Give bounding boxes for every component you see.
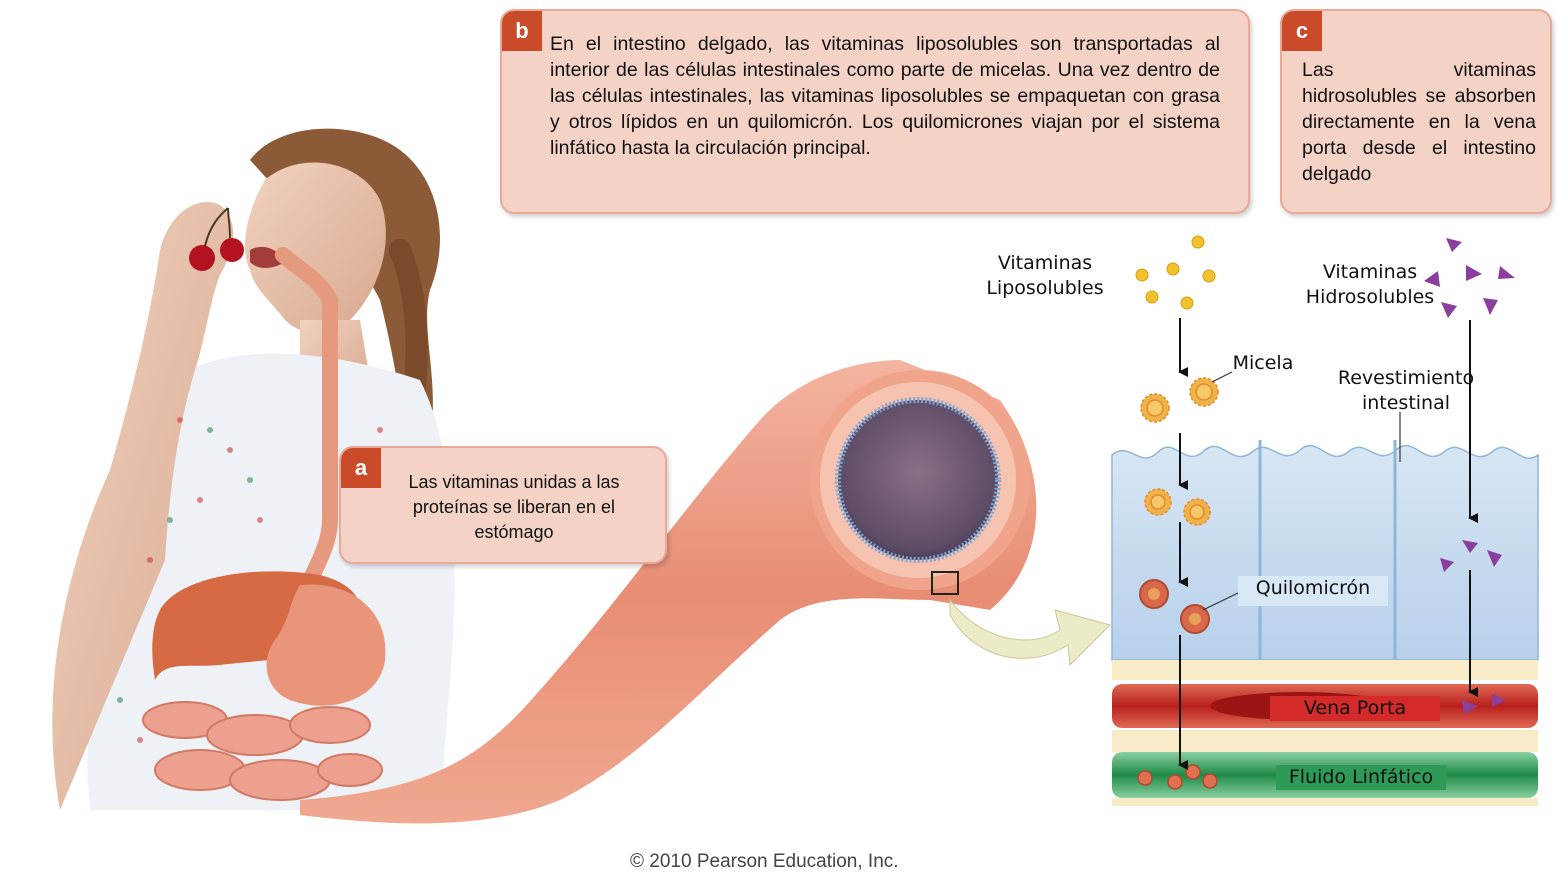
micelle-icons: [1140, 377, 1219, 526]
step-b-text: En el intestino delgado, las vitaminas l…: [550, 33, 1220, 159]
fat-soluble-label-line1: Vitaminas: [997, 252, 1093, 274]
water-soluble-label-line1: Vitaminas: [1322, 261, 1418, 283]
digestive-tract-illustration: [142, 247, 386, 801]
step-c-box: c Las vitaminas hidrosolubles se absorbe…: [1280, 9, 1552, 214]
intestinal-wall-section: [1111, 440, 1539, 806]
chylomicron-label: Quilomicrón: [1238, 576, 1388, 606]
copyright-text: © 2010 Pearson Education, Inc.: [630, 851, 899, 872]
water-soluble-vitamin-triangles: [1424, 238, 1515, 714]
micelle-label: Micela: [1232, 352, 1294, 374]
fat-soluble-label: Vitaminas Liposolubles: [975, 251, 1115, 301]
portal-vein-label: Vena Porta: [1270, 696, 1440, 721]
intestinal-lining-label: Revestimiento intestinal: [1330, 366, 1482, 416]
step-b-tag: b: [502, 11, 542, 51]
intestine-tube-illustration: [300, 360, 1111, 824]
intestinal-lining-label-line2: intestinal: [1361, 392, 1451, 414]
step-a-box: a Las vitaminas unidas a las proteínas s…: [339, 446, 667, 564]
lymph-fluid-label: Fluido Linfático: [1276, 765, 1446, 790]
fat-soluble-label-line2: Liposolubles: [986, 277, 1104, 299]
step-b-box: b En el intestino delgado, las vitaminas…: [500, 9, 1250, 214]
step-a-text: Las vitaminas unidas a las proteínas se …: [408, 472, 620, 542]
label-leader-lines: [1202, 371, 1401, 611]
chylomicron-icons: [1137, 579, 1218, 790]
step-c-tag: c: [1282, 11, 1322, 51]
step-a-tag: a: [341, 448, 381, 488]
water-soluble-label-line2: Hidrosolubles: [1305, 286, 1435, 308]
intestinal-lining-label-line1: Revestimiento: [1337, 367, 1475, 389]
fat-soluble-vitamin-dots: [1135, 235, 1216, 310]
step-c-text: Las vitaminas hidrosolubles se absorben …: [1302, 59, 1536, 185]
flow-arrows: [1178, 318, 1478, 770]
water-soluble-label: Vitaminas Hidrosolubles: [1296, 260, 1444, 310]
